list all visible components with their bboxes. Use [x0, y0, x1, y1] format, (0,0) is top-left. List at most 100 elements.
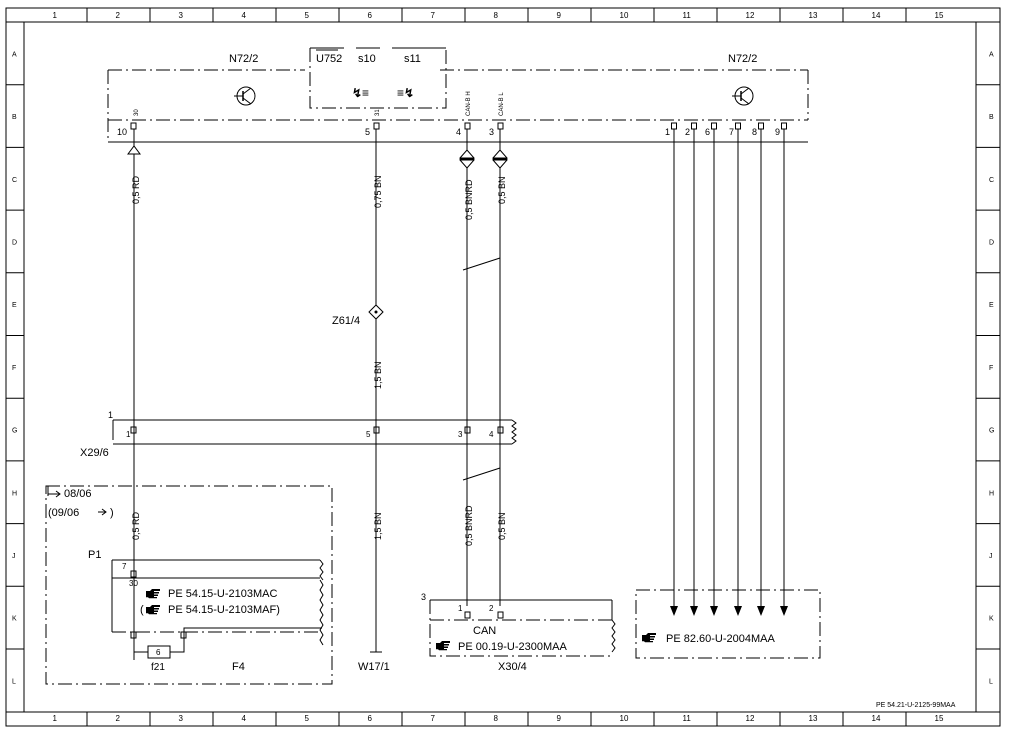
grid-col-label: 5: [305, 11, 310, 20]
grid-col-label: 3: [179, 11, 184, 20]
right-pin-box: [671, 122, 677, 130]
fuse-pin-7: 7: [122, 562, 127, 571]
pin-30-label: 30: [134, 109, 140, 116]
pointing-hand-icon: [642, 633, 656, 643]
x29-pin5: 5: [366, 430, 371, 439]
wire-2-label-mid: 1,5 BN: [373, 361, 383, 389]
grid-row-label: J: [12, 553, 16, 560]
pin-canbl-label: CAN-B L: [499, 92, 505, 116]
outer-frame: [5, 7, 1001, 727]
pin-10-label: 10: [117, 127, 127, 137]
grid-col-label: 6: [368, 714, 373, 723]
grid-row-label: L: [989, 678, 993, 685]
fuse-range-2: (09/06: [48, 507, 79, 519]
seat-heater-icon-2: ≡↯: [397, 86, 414, 100]
transistor-icon: [732, 86, 754, 106]
grid-col-label: 6: [368, 11, 373, 20]
grid-col-label: 2: [116, 11, 121, 20]
fuse-ref-1: PE 54.15-U-2103MAC: [168, 588, 277, 600]
switch-group-name: U752: [316, 53, 342, 65]
grid-col-label: 1: [53, 11, 58, 20]
fuse-range-2-end: ): [110, 507, 114, 519]
grid-row-label: F: [12, 365, 16, 372]
grid-row-label: L: [12, 678, 16, 685]
pin-31-label: 31: [375, 109, 381, 116]
grid-columns: 1122334455667788991010111112121313141415…: [53, 8, 944, 726]
right-pin-label: 7: [729, 127, 734, 137]
right-pin-label: 9: [775, 127, 780, 137]
grid-row-label: C: [989, 177, 994, 184]
x29-pin1: 1: [126, 430, 131, 439]
pointing-hand-icon: [146, 589, 160, 599]
grid-col-label: 8: [494, 714, 499, 723]
ground-name: W17/1: [358, 661, 390, 673]
pointing-hand-icon: [146, 605, 160, 615]
right-pin-label: 2: [685, 127, 690, 137]
x29-pin3: 3: [458, 430, 463, 439]
twisted-pair-marks: [462, 257, 501, 481]
x29-marker: 1: [108, 410, 113, 420]
grid-row-label: J: [989, 553, 993, 560]
grid-col-label: 11: [683, 714, 692, 723]
arrow-down-icon: [734, 606, 742, 616]
wire-4-label-top: 0,5 BN: [497, 176, 507, 204]
transistor-icon: [234, 86, 256, 106]
grid-row-label: C: [12, 177, 17, 184]
grid-col-label: 2: [116, 714, 121, 723]
grid-col-label: 9: [557, 11, 562, 20]
grid-row-label: A: [989, 51, 994, 58]
x29-pin4: 4: [489, 430, 494, 439]
grid-col-label: 7: [431, 11, 436, 20]
doc-id: PE 54.21-U-2125-99MAA: [876, 702, 956, 709]
right-module-wires: [670, 129, 788, 616]
right-pin-box: [691, 122, 697, 130]
fuse-pin-30: 30: [129, 579, 138, 588]
connector-x29-bar: [113, 419, 512, 445]
grid-col-label: 12: [746, 11, 755, 20]
ref-box: [635, 589, 821, 659]
pin-5-label: 5: [365, 127, 370, 137]
grid-row-label: E: [12, 302, 17, 309]
grid-col-label: 14: [872, 714, 881, 723]
wire-2-label-top: 0,75 BN: [373, 175, 383, 208]
grid-col-label: 9: [557, 714, 562, 723]
grid-row-label: B: [12, 114, 17, 121]
switch-s11-label: s11: [404, 53, 421, 65]
grid-col-label: 8: [494, 11, 499, 20]
arrow-down-icon: [670, 606, 678, 616]
x29-name: X29/6: [80, 447, 109, 459]
grid-row-label: E: [989, 302, 994, 309]
module-box-top: [107, 69, 809, 142]
can-box-name: X30/4: [498, 661, 527, 673]
grid-col-label: 5: [305, 714, 310, 723]
grid-row-label: G: [989, 428, 994, 435]
wire-3-label-top: 0,5 BNRD: [464, 179, 474, 220]
grid-col-label: 10: [620, 714, 629, 723]
fuse-box: [45, 485, 333, 685]
can-pin-2: 2: [489, 604, 494, 613]
fuse-box-name: F4: [232, 661, 245, 673]
fuse-ref-2: PE 54.15-U-2103MAF): [168, 604, 280, 616]
grid-col-label: 14: [872, 11, 881, 20]
can-box-marker: 3: [421, 592, 426, 602]
module-right-name: N72/2: [728, 53, 757, 65]
grid-col-label: 10: [620, 11, 629, 20]
arrow-down-icon: [757, 606, 765, 616]
right-pin-box: [781, 122, 787, 130]
grid-col-label: 12: [746, 714, 755, 723]
can-pin-1: 1: [458, 604, 463, 613]
seat-heater-icon: ↯≡: [352, 86, 369, 100]
switch-box: [309, 48, 447, 109]
fuse-p1-label: P1: [88, 549, 101, 561]
arrow-down-icon: [710, 606, 718, 616]
wire-2-label-bottom: 1,5 BN: [373, 512, 383, 540]
grid-row-label: A: [12, 51, 17, 58]
module-left-name: N72/2: [229, 53, 258, 65]
right-pin-label: 8: [752, 127, 757, 137]
grid-col-label: 4: [242, 714, 247, 723]
fuse-f21-label: f21: [151, 662, 165, 673]
